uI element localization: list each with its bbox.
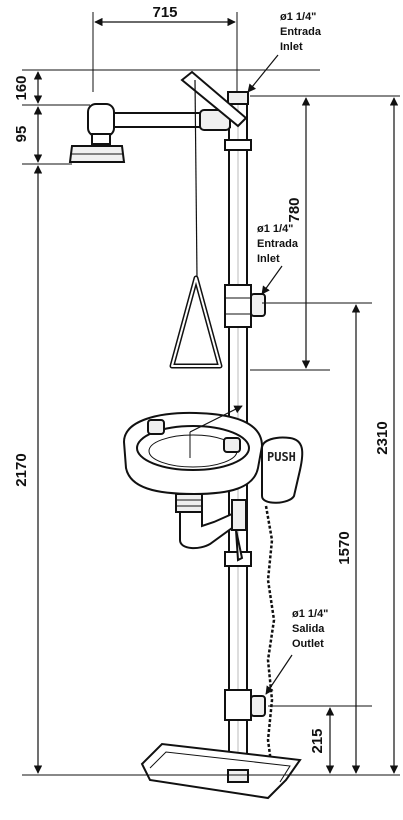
callout-outlet-es: Salida: [292, 623, 325, 635]
pull-rod: [194, 79, 198, 279]
callout-outlet-en: Outlet: [292, 638, 324, 650]
callout-side-inlet-es: Entrada: [257, 238, 299, 250]
leader-outlet: [265, 654, 293, 695]
dim-label-2170: 2170: [13, 453, 30, 486]
product-drawing: [68, 70, 304, 800]
labels: 715 160 95 2170 780 1570 2310 215 ø1 1/4…: [13, 4, 391, 754]
callout-top-inlet-size: ø1 1/4": [280, 11, 316, 23]
top-inlet-cap: [227, 91, 249, 105]
push-label: PUSH: [267, 450, 296, 464]
dim-label-780: 780: [286, 197, 303, 222]
pipe-joint-top: [224, 139, 252, 151]
pull-lever: [180, 70, 248, 128]
dim-label-715: 715: [152, 4, 177, 21]
callout-side-inlet-en: Inlet: [257, 253, 280, 265]
pipe-joint-upper: [224, 284, 252, 328]
dim-label-95: 95: [13, 126, 30, 143]
shower-elbow: [87, 103, 115, 137]
pipe-joint-outlet: [224, 689, 252, 721]
leader-side-inlet: [261, 265, 283, 295]
dim-label-215: 215: [309, 728, 326, 753]
callout-top-inlet-en: Inlet: [280, 41, 303, 53]
outlet-tee: [250, 695, 266, 717]
bowl-drain-fitting: [175, 493, 203, 513]
leader-top-inlet: [247, 54, 279, 93]
callout-side-inlet-size: ø1 1/4": [257, 223, 293, 235]
dim-label-2310: 2310: [374, 421, 391, 454]
eyewash-nozzle-right: [223, 437, 241, 453]
bowl-valve: [231, 499, 247, 531]
dimension-lines: [22, 12, 400, 776]
dim-label-160: 160: [13, 75, 30, 100]
bowl-basin: [136, 425, 250, 471]
dim-label-1570: 1570: [336, 531, 353, 564]
push-paddle: [261, 436, 304, 504]
side-inlet-tee: [250, 293, 266, 317]
shower-neck: [91, 133, 111, 145]
callout-outlet-size: ø1 1/4": [292, 608, 328, 620]
pull-chain: [264, 505, 276, 771]
callout-top-inlet-es: Entrada: [280, 26, 322, 38]
bowl-drain-trap: [179, 511, 233, 550]
triangle-handle: [169, 275, 223, 369]
eyewash-nozzle-left: [147, 419, 165, 435]
